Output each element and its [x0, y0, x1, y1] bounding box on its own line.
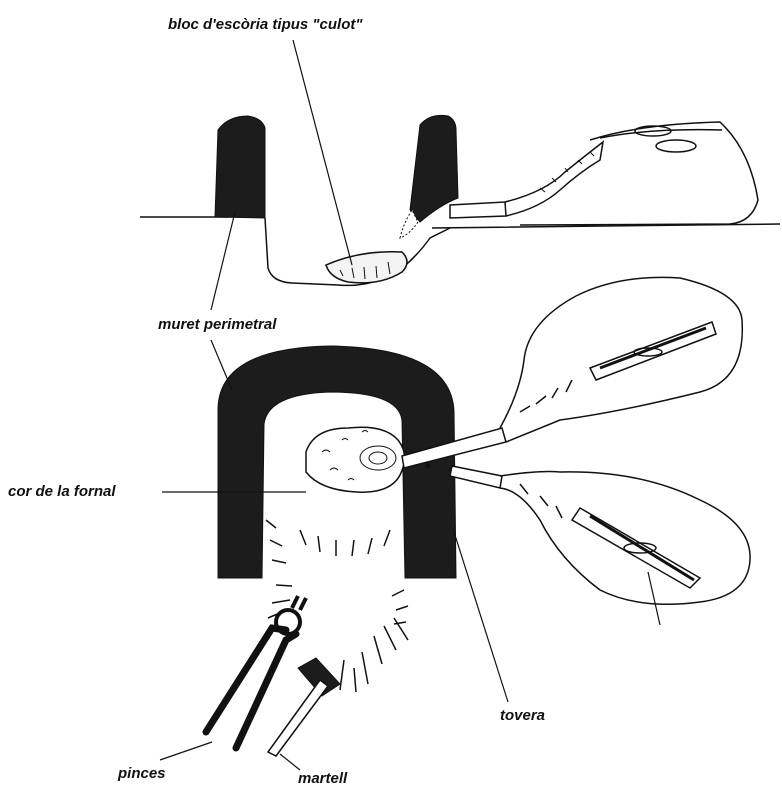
wall-section-left: [215, 116, 265, 218]
label-hearth-core: cor de la fornal: [8, 483, 116, 500]
hearth-core[interactable]: [306, 427, 405, 492]
label-slag-culot: bloc d'escòria tipus "culot": [168, 16, 363, 33]
label-hammer: martell: [298, 770, 347, 787]
bellows-upper[interactable]: [500, 277, 742, 442]
ground-line: [140, 217, 780, 228]
leader-pinces: [160, 742, 212, 760]
working-area-rays: [266, 520, 408, 692]
bellows-lower[interactable]: [500, 472, 750, 605]
forge-cross-section: [140, 217, 780, 285]
leader-muret-top: [211, 212, 235, 310]
label-tuyere: tovera: [500, 707, 545, 724]
leader-tovera: [454, 532, 508, 702]
hammer[interactable]: [268, 658, 340, 756]
bellows-top: [450, 122, 758, 225]
leader-martell: [280, 754, 300, 770]
slag-culot: [326, 252, 407, 283]
label-perimeter-wall: muret perimetral: [158, 316, 276, 333]
label-tongs: pinces: [118, 765, 166, 782]
leader-bellows: [648, 572, 660, 625]
leader-muret-bottom: [211, 340, 232, 390]
leader-culot: [293, 40, 352, 265]
